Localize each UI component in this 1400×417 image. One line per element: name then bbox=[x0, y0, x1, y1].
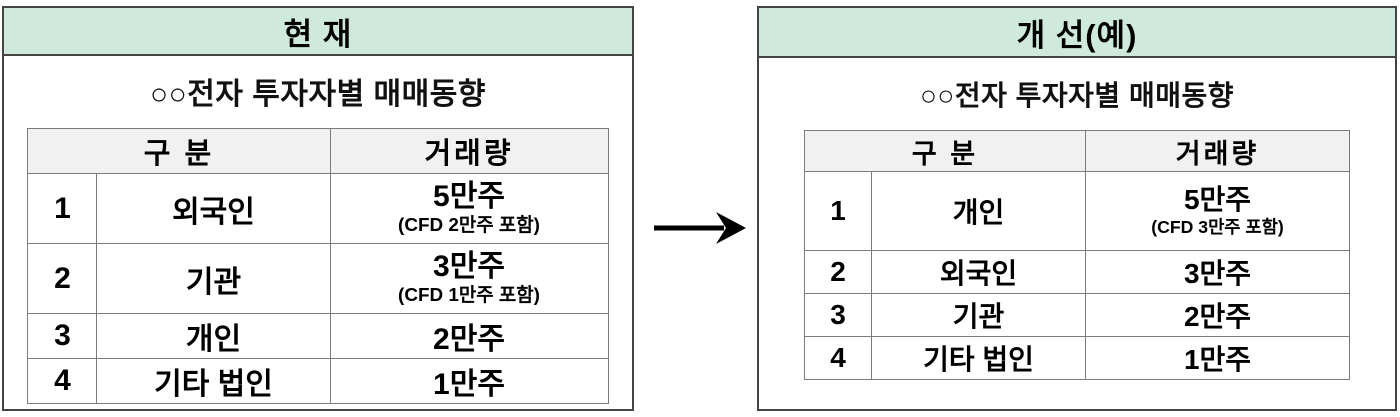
column-header-volume: 거래량 bbox=[329, 128, 609, 174]
row-volume: 5만주 (CFD 2만주 포함) bbox=[329, 173, 609, 244]
panel-improved-subtitle: ○○전자 투자자별 매매동향 bbox=[920, 80, 1234, 111]
row-investor-name: 기타 법인 bbox=[871, 336, 1086, 380]
column-header-category: 구 분 bbox=[804, 130, 1086, 172]
table-row: 3 개인 2만주 bbox=[27, 313, 609, 359]
row-investor-name: 개인 bbox=[96, 313, 331, 359]
column-header-volume: 거래량 bbox=[1085, 130, 1350, 172]
row-index: 2 bbox=[27, 243, 98, 314]
row-index: 3 bbox=[804, 293, 872, 337]
table-row: 1 외국인 5만주 (CFD 2만주 포함) bbox=[27, 173, 609, 244]
row-volume: 2만주 bbox=[1085, 293, 1350, 337]
row-volume-note: (CFD 1만주 포함) bbox=[398, 285, 540, 307]
row-index: 1 bbox=[27, 173, 98, 244]
row-index: 2 bbox=[804, 250, 872, 294]
row-investor-name: 외국인 bbox=[871, 250, 1086, 294]
table-current: 구 분 거래량 1 외국인 5만주 (CFD 2만주 포함) 2 bbox=[27, 128, 609, 404]
row-volume-note: (CFD 2만주 포함) bbox=[398, 215, 540, 237]
row-index: 3 bbox=[27, 313, 98, 359]
row-volume: 3만주 (CFD 1만주 포함) bbox=[329, 243, 609, 314]
panel-current: 현 재 ○○전자 투자자별 매매동향 구 분 거래량 1 외국인 bbox=[2, 6, 634, 411]
row-volume-main: 3만주 bbox=[433, 250, 505, 284]
row-index: 1 bbox=[804, 171, 872, 251]
panel-current-table-wrap: 구 분 거래량 1 외국인 5만주 (CFD 2만주 포함) 2 bbox=[4, 128, 632, 404]
table-header-row: 구 분 거래량 bbox=[804, 130, 1350, 172]
table-improved: 구 분 거래량 1 개인 5만주 (CFD 3만주 포함) 2 bbox=[804, 130, 1350, 380]
table-row: 2 기관 3만주 (CFD 1만주 포함) bbox=[27, 243, 609, 314]
row-volume-note: (CFD 3만주 포함) bbox=[1151, 217, 1284, 238]
panel-current-header: 현 재 bbox=[4, 8, 632, 56]
row-investor-name: 기타 법인 bbox=[96, 358, 331, 404]
row-volume: 5만주 (CFD 3만주 포함) bbox=[1085, 171, 1350, 251]
panel-current-subtitle: ○○전자 투자자별 매매동향 bbox=[150, 78, 486, 111]
row-index: 4 bbox=[27, 358, 98, 404]
panel-improved-table-wrap: 구 분 거래량 1 개인 5만주 (CFD 3만주 포함) 2 bbox=[759, 130, 1395, 380]
right-arrow-icon bbox=[650, 208, 750, 248]
table-row: 4 기타 법인 1만주 bbox=[27, 358, 609, 404]
row-volume: 1만주 bbox=[329, 358, 609, 404]
row-volume-main: 5만주 bbox=[433, 180, 505, 214]
row-investor-name: 기관 bbox=[96, 243, 331, 314]
row-investor-name: 외국인 bbox=[96, 173, 331, 244]
row-investor-name: 기관 bbox=[871, 293, 1086, 337]
row-volume: 1만주 bbox=[1085, 336, 1350, 380]
table-row: 4 기타 법인 1만주 bbox=[804, 336, 1350, 380]
row-index: 4 bbox=[804, 336, 872, 380]
table-header-row: 구 분 거래량 bbox=[27, 128, 609, 174]
row-volume: 3만주 bbox=[1085, 250, 1350, 294]
table-row: 1 개인 5만주 (CFD 3만주 포함) bbox=[804, 171, 1350, 251]
column-header-category: 구 분 bbox=[27, 128, 331, 174]
panel-improved: 개 선(예) ○○전자 투자자별 매매동향 구 분 거래량 1 개인 bbox=[757, 6, 1397, 411]
row-investor-name: 개인 bbox=[871, 171, 1086, 251]
table-row: 3 기관 2만주 bbox=[804, 293, 1350, 337]
row-volume-main: 5만주 bbox=[1183, 184, 1252, 216]
table-row: 2 외국인 3만주 bbox=[804, 250, 1350, 294]
row-volume: 2만주 bbox=[329, 313, 609, 359]
panel-improved-header: 개 선(예) bbox=[759, 8, 1395, 58]
